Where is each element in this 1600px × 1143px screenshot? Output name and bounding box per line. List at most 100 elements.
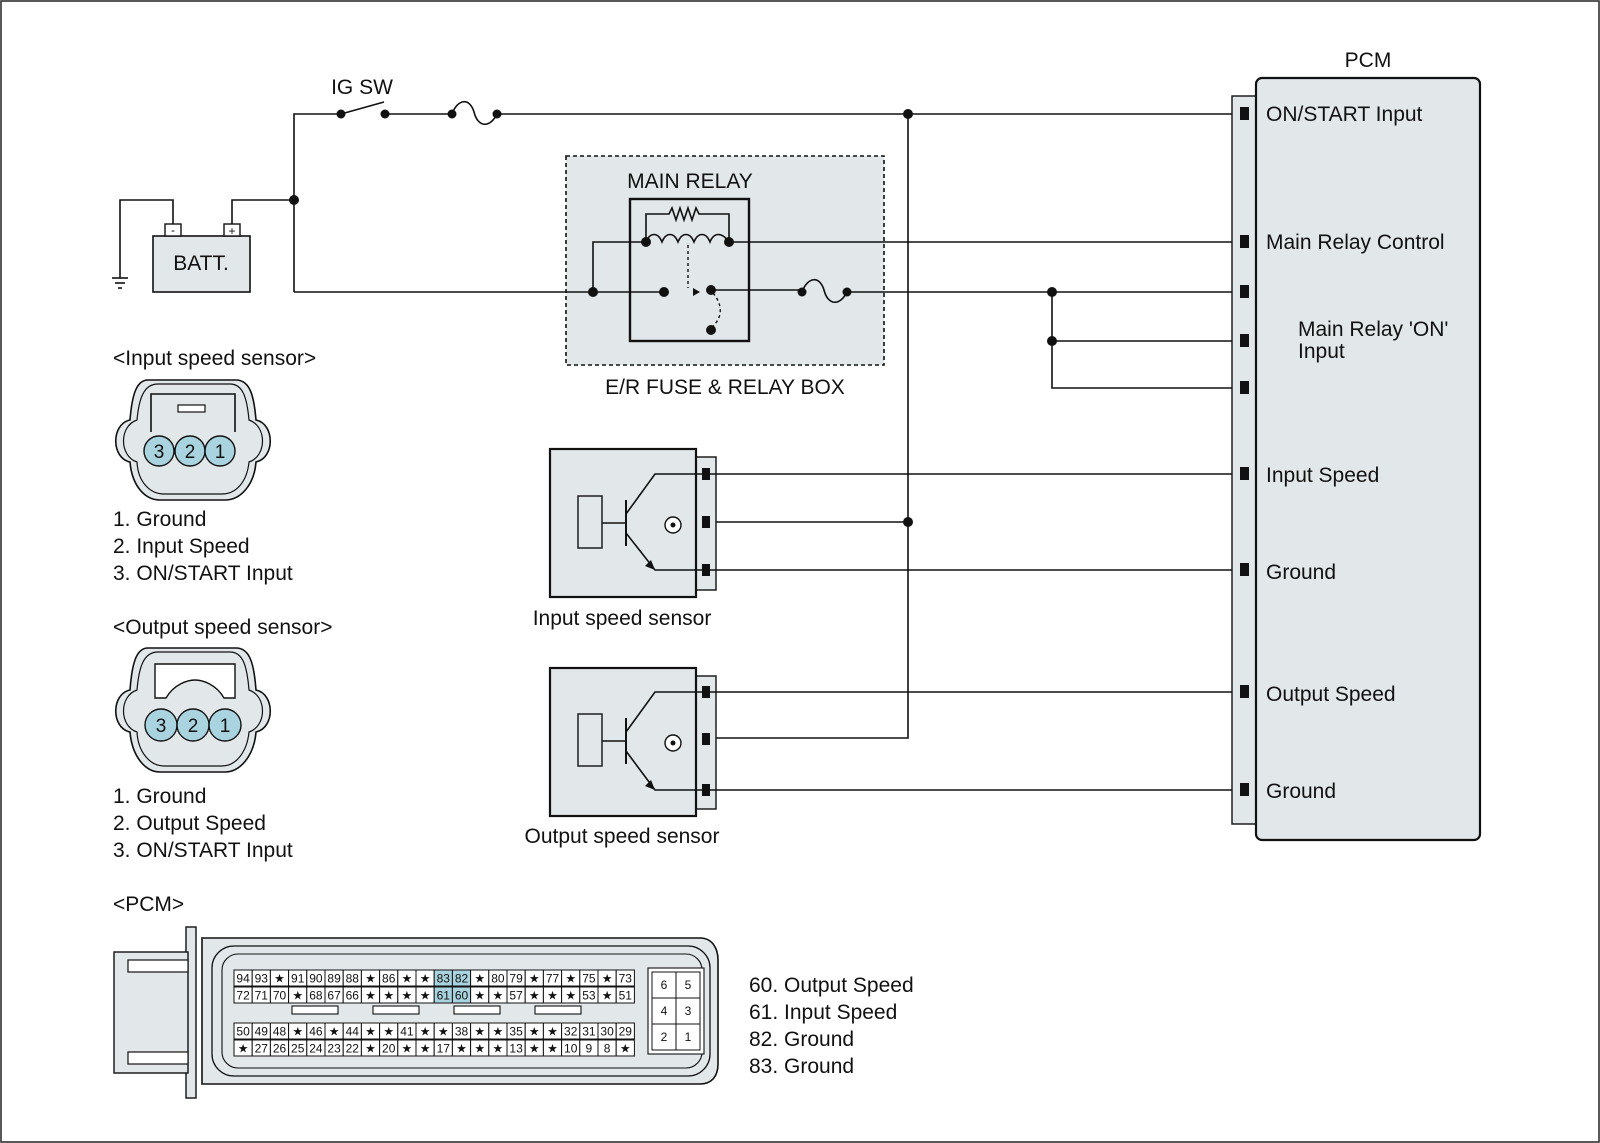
input-speed-sensor-block: Input speed sensor: [533, 447, 1242, 630]
pcm-pin-number: 66: [346, 989, 360, 1003]
pcm-pin-number: 77: [546, 972, 560, 986]
pcm-pin-number: 44: [346, 1025, 360, 1039]
input-connector-pin: 2: [185, 442, 196, 463]
main-relay: [628, 197, 751, 343]
pcm-pin-number: ★: [547, 989, 558, 1003]
pcm-pin-number: 80: [491, 972, 505, 986]
pcm-pin-number: 72: [236, 989, 250, 1003]
pcm-pin-number: ★: [420, 1025, 431, 1039]
pcm-pin-number: ★: [547, 1025, 558, 1039]
output-connector-legend: 2. Output Speed: [113, 812, 266, 835]
pcm-pin-number: ★: [329, 1025, 340, 1039]
output-connector-legend: 1. Ground: [113, 785, 206, 808]
pcm-pin-main-relay-control: Main Relay Control: [1266, 231, 1445, 254]
battery-negative-label: -: [171, 223, 175, 237]
pcm-pin-number: 8: [604, 1042, 611, 1056]
pcm-small-pin-number: 1: [685, 1030, 692, 1044]
pcm-pin-number: ★: [565, 972, 576, 986]
pcm-pin-number: ★: [547, 1042, 558, 1056]
pcm-pin-number: ★: [602, 989, 613, 1003]
pcm-pin-number: ★: [365, 972, 376, 986]
output-connector-pin: 1: [220, 716, 231, 737]
pcm-pin-number: ★: [493, 989, 504, 1003]
pcm-small-pin-number: 3: [685, 1004, 692, 1018]
pcm-pin-number: 41: [400, 1025, 414, 1039]
pcm-pin-output-speed: Output Speed: [1266, 683, 1396, 706]
pcm-pin-number: 38: [455, 1025, 469, 1039]
pcm-pin-number: 25: [291, 1042, 305, 1056]
pcm-pin-number: 83: [437, 972, 451, 986]
pcm-pin-number: 90: [309, 972, 323, 986]
pcm-small-pin-cell: [675, 1023, 701, 1051]
pcm-pin-number: ★: [274, 972, 285, 986]
pcm-pin-number: 10: [564, 1042, 578, 1056]
pcm-pin-number: 68: [309, 989, 323, 1003]
pcm-pin-number: 20: [382, 1042, 396, 1056]
pcm-pin-number: 31: [582, 1025, 596, 1039]
pcm-pin-number: ★: [420, 1042, 431, 1056]
battery-label: BATT.: [173, 252, 229, 275]
main-relay-label: MAIN RELAY: [627, 170, 753, 193]
pcm-pin-number: 53: [582, 989, 596, 1003]
pcm-pin-number: ★: [365, 1042, 376, 1056]
pcm-pin-number: 27: [255, 1042, 269, 1056]
pcm-pin-number: ★: [529, 989, 540, 1003]
pcm-pin-number: ★: [565, 989, 576, 1003]
pcm-pin-number: ★: [474, 972, 485, 986]
pcm-pin-number: ★: [493, 1025, 504, 1039]
pcm-pin-number: ★: [474, 1025, 485, 1039]
pcm-pin-number: 73: [619, 972, 633, 986]
pcm-pin-number: 71: [255, 989, 269, 1003]
pcm-pin-number: 75: [582, 972, 596, 986]
pcm-pin-number: ★: [365, 989, 376, 1003]
pcm-small-pin-number: 2: [661, 1030, 668, 1044]
pcm-pin-number: 9: [586, 1042, 593, 1056]
pcm-pin-number: ★: [493, 1042, 504, 1056]
pcm-pin-number: 35: [509, 1025, 523, 1039]
relay-box-label: E/R FUSE & RELAY BOX: [605, 376, 845, 399]
pcm-pin-number: 26: [273, 1042, 287, 1056]
pcm-pin-number: ★: [420, 972, 431, 986]
output-connector-legend: 3. ON/START Input: [113, 839, 293, 862]
pcm-pin-number: ★: [529, 1042, 540, 1056]
pcm-pin-number: 32: [564, 1025, 578, 1039]
input-connector-pin: 1: [215, 442, 226, 463]
pcm-main-relay-on-line2: Input: [1298, 340, 1345, 363]
pcm-pin-number: 51: [619, 989, 633, 1003]
input-speed-sensor-label: Input speed sensor: [533, 607, 712, 630]
pcm-pin-number: ★: [529, 972, 540, 986]
pcm-pin-cell: [615, 1039, 635, 1057]
relay-box: MAIN RELAY E/R FUSE & RELAY BOX: [294, 155, 1242, 399]
pcm-small-pin-cell: [675, 971, 701, 999]
pcm-pin-number: ★: [365, 1025, 376, 1039]
pcm-pin-number: 60: [455, 989, 469, 1003]
pcm-pin-number: ★: [456, 1042, 467, 1056]
pcm-main-relay-on-line1: Main Relay 'ON': [1298, 318, 1448, 341]
pcm-pin-number: 29: [619, 1025, 633, 1039]
pcm-block: PCM ON/START Input Main Relay Control Ma…: [1231, 49, 1482, 842]
pcm-pin-on-start: ON/START Input: [1266, 103, 1423, 126]
pcm-connector-legend: 60. Output Speed: [749, 974, 914, 997]
pcm-pin-number: 57: [509, 989, 523, 1003]
pcm-connector-legend: 61. Input Speed: [749, 1001, 897, 1024]
pcm-pin-number: ★: [602, 972, 613, 986]
pcm-pin-number: ★: [292, 1025, 303, 1039]
output-speed-sensor-label: Output speed sensor: [525, 825, 720, 848]
pcm-pin-number: 67: [327, 989, 341, 1003]
ignition-switch: IG SW: [289, 76, 1242, 292]
pcm-pin-number: ★: [474, 989, 485, 1003]
output-speed-sensor-block: Output speed sensor: [525, 666, 1242, 848]
pcm-pin-number: 23: [327, 1042, 341, 1056]
pcm-pin-number: 70: [273, 989, 287, 1003]
output-sensor-connector: <Output speed sensor> 3 2 1 1. Ground 2.…: [113, 616, 333, 862]
pcm-pin-number: ★: [383, 1025, 394, 1039]
pcm-pin-cell: [615, 986, 635, 1004]
pcm-pin-number: ★: [620, 1042, 631, 1056]
pcm-small-pin-number: 4: [661, 1004, 668, 1018]
pcm-connector-title: <PCM>: [113, 893, 184, 916]
battery: - + BATT.: [112, 199, 294, 293]
pcm-pin-number: ★: [529, 1025, 540, 1039]
pcm-title: PCM: [1345, 49, 1392, 72]
